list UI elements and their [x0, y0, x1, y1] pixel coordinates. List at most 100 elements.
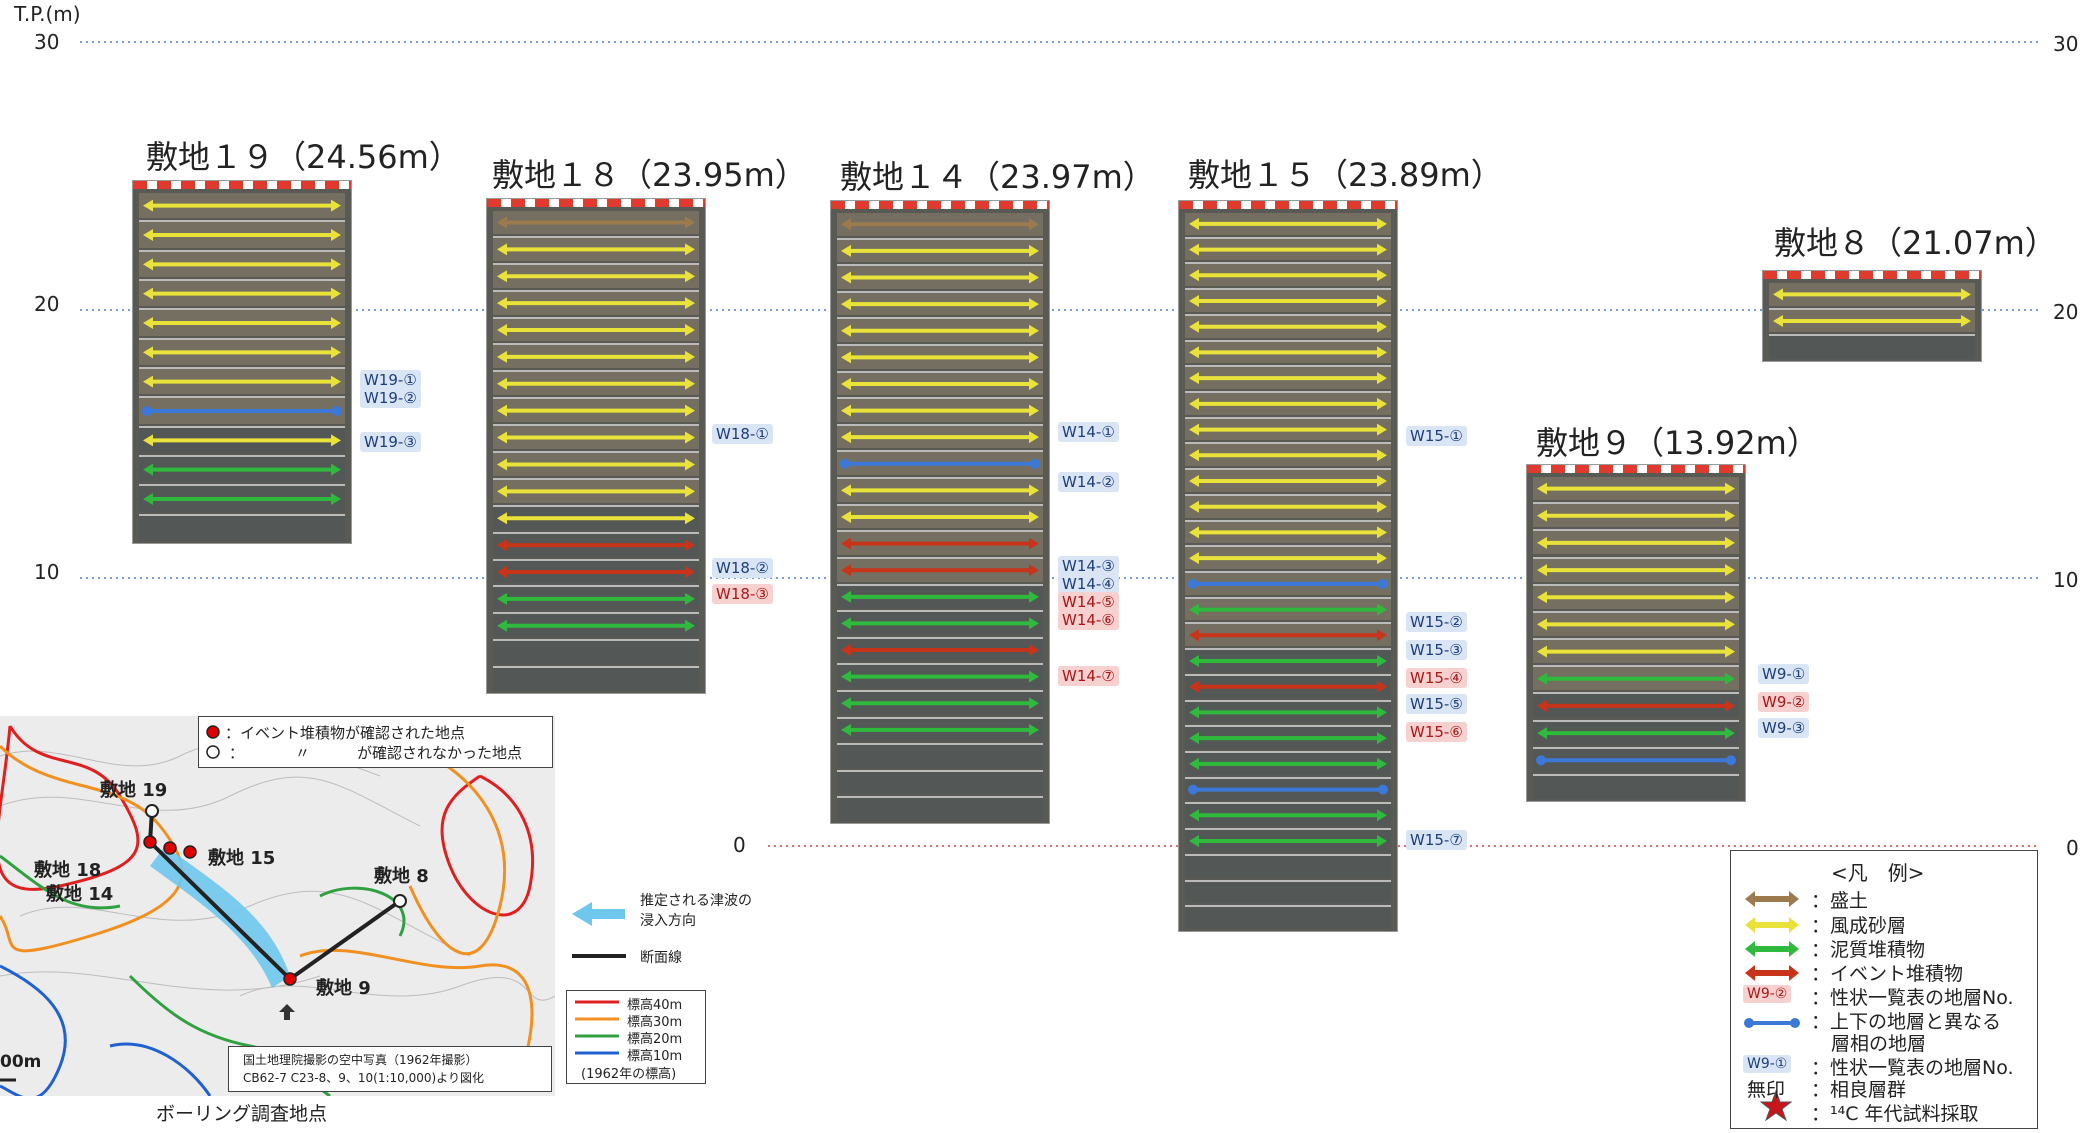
- map-site-18: 敷地 18: [34, 856, 101, 882]
- layer-label-w14-3: W14-③: [1058, 556, 1119, 576]
- layer-arrow: [841, 484, 1039, 496]
- layer-arrow: [1537, 510, 1735, 522]
- layer-arrow: [497, 243, 695, 255]
- tsunami-direction-label: 推定される津波の浸入方向: [640, 890, 760, 930]
- map-site-9: 敷地 9: [316, 974, 371, 1000]
- layer-arrow: [1189, 758, 1387, 770]
- layer-arrow: [497, 620, 695, 632]
- layer-arrow: [1537, 673, 1735, 685]
- layer-arrow: [1189, 526, 1387, 538]
- source-note-line2: CB62-7 C23-8、9、10(1:10,000)より図化: [243, 1069, 484, 1086]
- layer-arrow: [841, 644, 1039, 656]
- layer-label-w18-3: W18-③: [712, 584, 773, 604]
- layer-arrow: [841, 405, 1039, 417]
- layer-arrow: [1189, 809, 1387, 821]
- layer-arrow: [143, 464, 341, 476]
- layer-arrow: [1537, 618, 1735, 630]
- tick-right-0: 0: [2066, 836, 2079, 860]
- layer-arrow: [1189, 501, 1387, 513]
- layer-arrow: [1189, 681, 1387, 693]
- core-photo-14: [830, 200, 1050, 824]
- layer-arrow: [1188, 785, 1388, 795]
- elev-10: 標高10m: [627, 1045, 682, 1064]
- layer-arrow: [841, 671, 1039, 683]
- map-source-note: 国土地理院撮影の空中写真（1962年撮影） CB62-7 C23-8、9、10(…: [228, 1046, 552, 1092]
- legend-fill-arrow: [1745, 891, 1799, 907]
- layer-arrow: [1189, 398, 1387, 410]
- layer-arrow: [1189, 244, 1387, 256]
- map-graphics: [0, 716, 555, 1096]
- legend-item-fill: ：盛土: [1811, 886, 1868, 913]
- tick-left-30: 30: [34, 30, 59, 54]
- layer-arrow: [1537, 537, 1735, 549]
- layer-arrow: [841, 591, 1039, 603]
- core-layer-arrows: [133, 181, 351, 543]
- layer-arrow: [1537, 591, 1735, 603]
- layer-arrow: [1189, 552, 1387, 564]
- legend-mud-arrow: [1745, 941, 1799, 957]
- layer-arrow: [1189, 475, 1387, 487]
- layer-arrow: [841, 245, 1039, 257]
- layer-arrow: [497, 297, 695, 309]
- core-layer-arrows: [1763, 271, 1981, 361]
- site-title-9: 敷地９（13.92m）: [1536, 418, 1819, 464]
- layer-arrow: [497, 539, 695, 551]
- layer-arrow: [1189, 269, 1387, 281]
- layer-arrow: [1189, 346, 1387, 358]
- layer-arrow: [841, 538, 1039, 550]
- layer-arrow: [497, 566, 695, 578]
- layer-arrow: [1188, 579, 1388, 589]
- layer-label-w15-4: W15-④: [1406, 668, 1467, 688]
- layer-label-w19-2: W19-②: [360, 388, 421, 408]
- layer-arrow: [497, 458, 695, 470]
- layer-arrow: [497, 351, 695, 363]
- site-title-14: 敷地１４（23.97m）: [840, 152, 1155, 198]
- marker-ditto: 〃: [295, 742, 310, 763]
- layer-arrow: [142, 406, 342, 416]
- layer-arrow: [841, 431, 1039, 443]
- core-photo-8: [1762, 270, 1982, 362]
- legend-item-facies-2: 層相の地層: [1831, 1029, 1926, 1056]
- layer-label-w19-1: W19-①: [360, 370, 421, 390]
- layer-arrow: [1537, 700, 1735, 712]
- layer-arrow: [497, 485, 695, 497]
- core-layer-arrows: [1527, 465, 1745, 801]
- core-photo-9: [1526, 464, 1746, 802]
- location-map: 敷地 19 敷地 18 敷地 14 敷地 15 敷地 8 敷地 9 00m ：イ…: [0, 716, 555, 1096]
- layer-arrow: [1189, 732, 1387, 744]
- layer-arrow: [1773, 315, 1971, 327]
- layer-label-w14-1: W14-①: [1058, 422, 1119, 442]
- layer-arrow: [1189, 321, 1387, 333]
- layer-label-w9-2: W9-②: [1758, 692, 1809, 712]
- layer-arrow: [143, 376, 341, 388]
- legend-item-event: ：イベント堆積物: [1811, 959, 1963, 986]
- layer-arrow: [1189, 604, 1387, 616]
- layer-label-w9-3: W9-③: [1758, 718, 1809, 738]
- map-side-symbols: [570, 898, 630, 978]
- layer-arrow: [841, 298, 1039, 310]
- layer-arrow: [841, 325, 1039, 337]
- layer-arrow: [1189, 424, 1387, 436]
- legend-item-c14: ：¹⁴C 年代試料採取: [1811, 1099, 1979, 1126]
- map-scale-label: 00m: [0, 1052, 41, 1072]
- layer-arrow: [1773, 288, 1971, 300]
- layer-arrow: [497, 270, 695, 282]
- site-title-18: 敷地１８（23.95m）: [492, 150, 807, 196]
- legend-item-layer-no-red: ：性状一覧表の地層No.: [1811, 983, 2014, 1010]
- layer-label-w14-6: W14-⑥: [1058, 610, 1119, 630]
- layer-arrow: [841, 617, 1039, 629]
- layer-arrow: [497, 405, 695, 417]
- layer-arrow: [1189, 655, 1387, 667]
- map-site-14: 敷地 14: [46, 880, 113, 906]
- core-photo-18: [486, 198, 706, 694]
- layer-label-w15-7: W15-⑦: [1406, 830, 1467, 850]
- layer-arrow: [1537, 564, 1735, 576]
- layer-arrow: [841, 564, 1039, 576]
- source-note-line1: 国土地理院撮影の空中写真（1962年撮影）: [243, 1051, 478, 1068]
- layer-label-w14-7: W14-⑦: [1058, 666, 1119, 686]
- legend-sym-w9-1: W9-①: [1743, 1055, 1791, 1073]
- core-photo-15: [1178, 200, 1398, 932]
- layer-arrow: [143, 346, 341, 358]
- legend-item-aeolian: ：風成砂層: [1811, 911, 1906, 938]
- marker-colon: ：: [229, 742, 244, 763]
